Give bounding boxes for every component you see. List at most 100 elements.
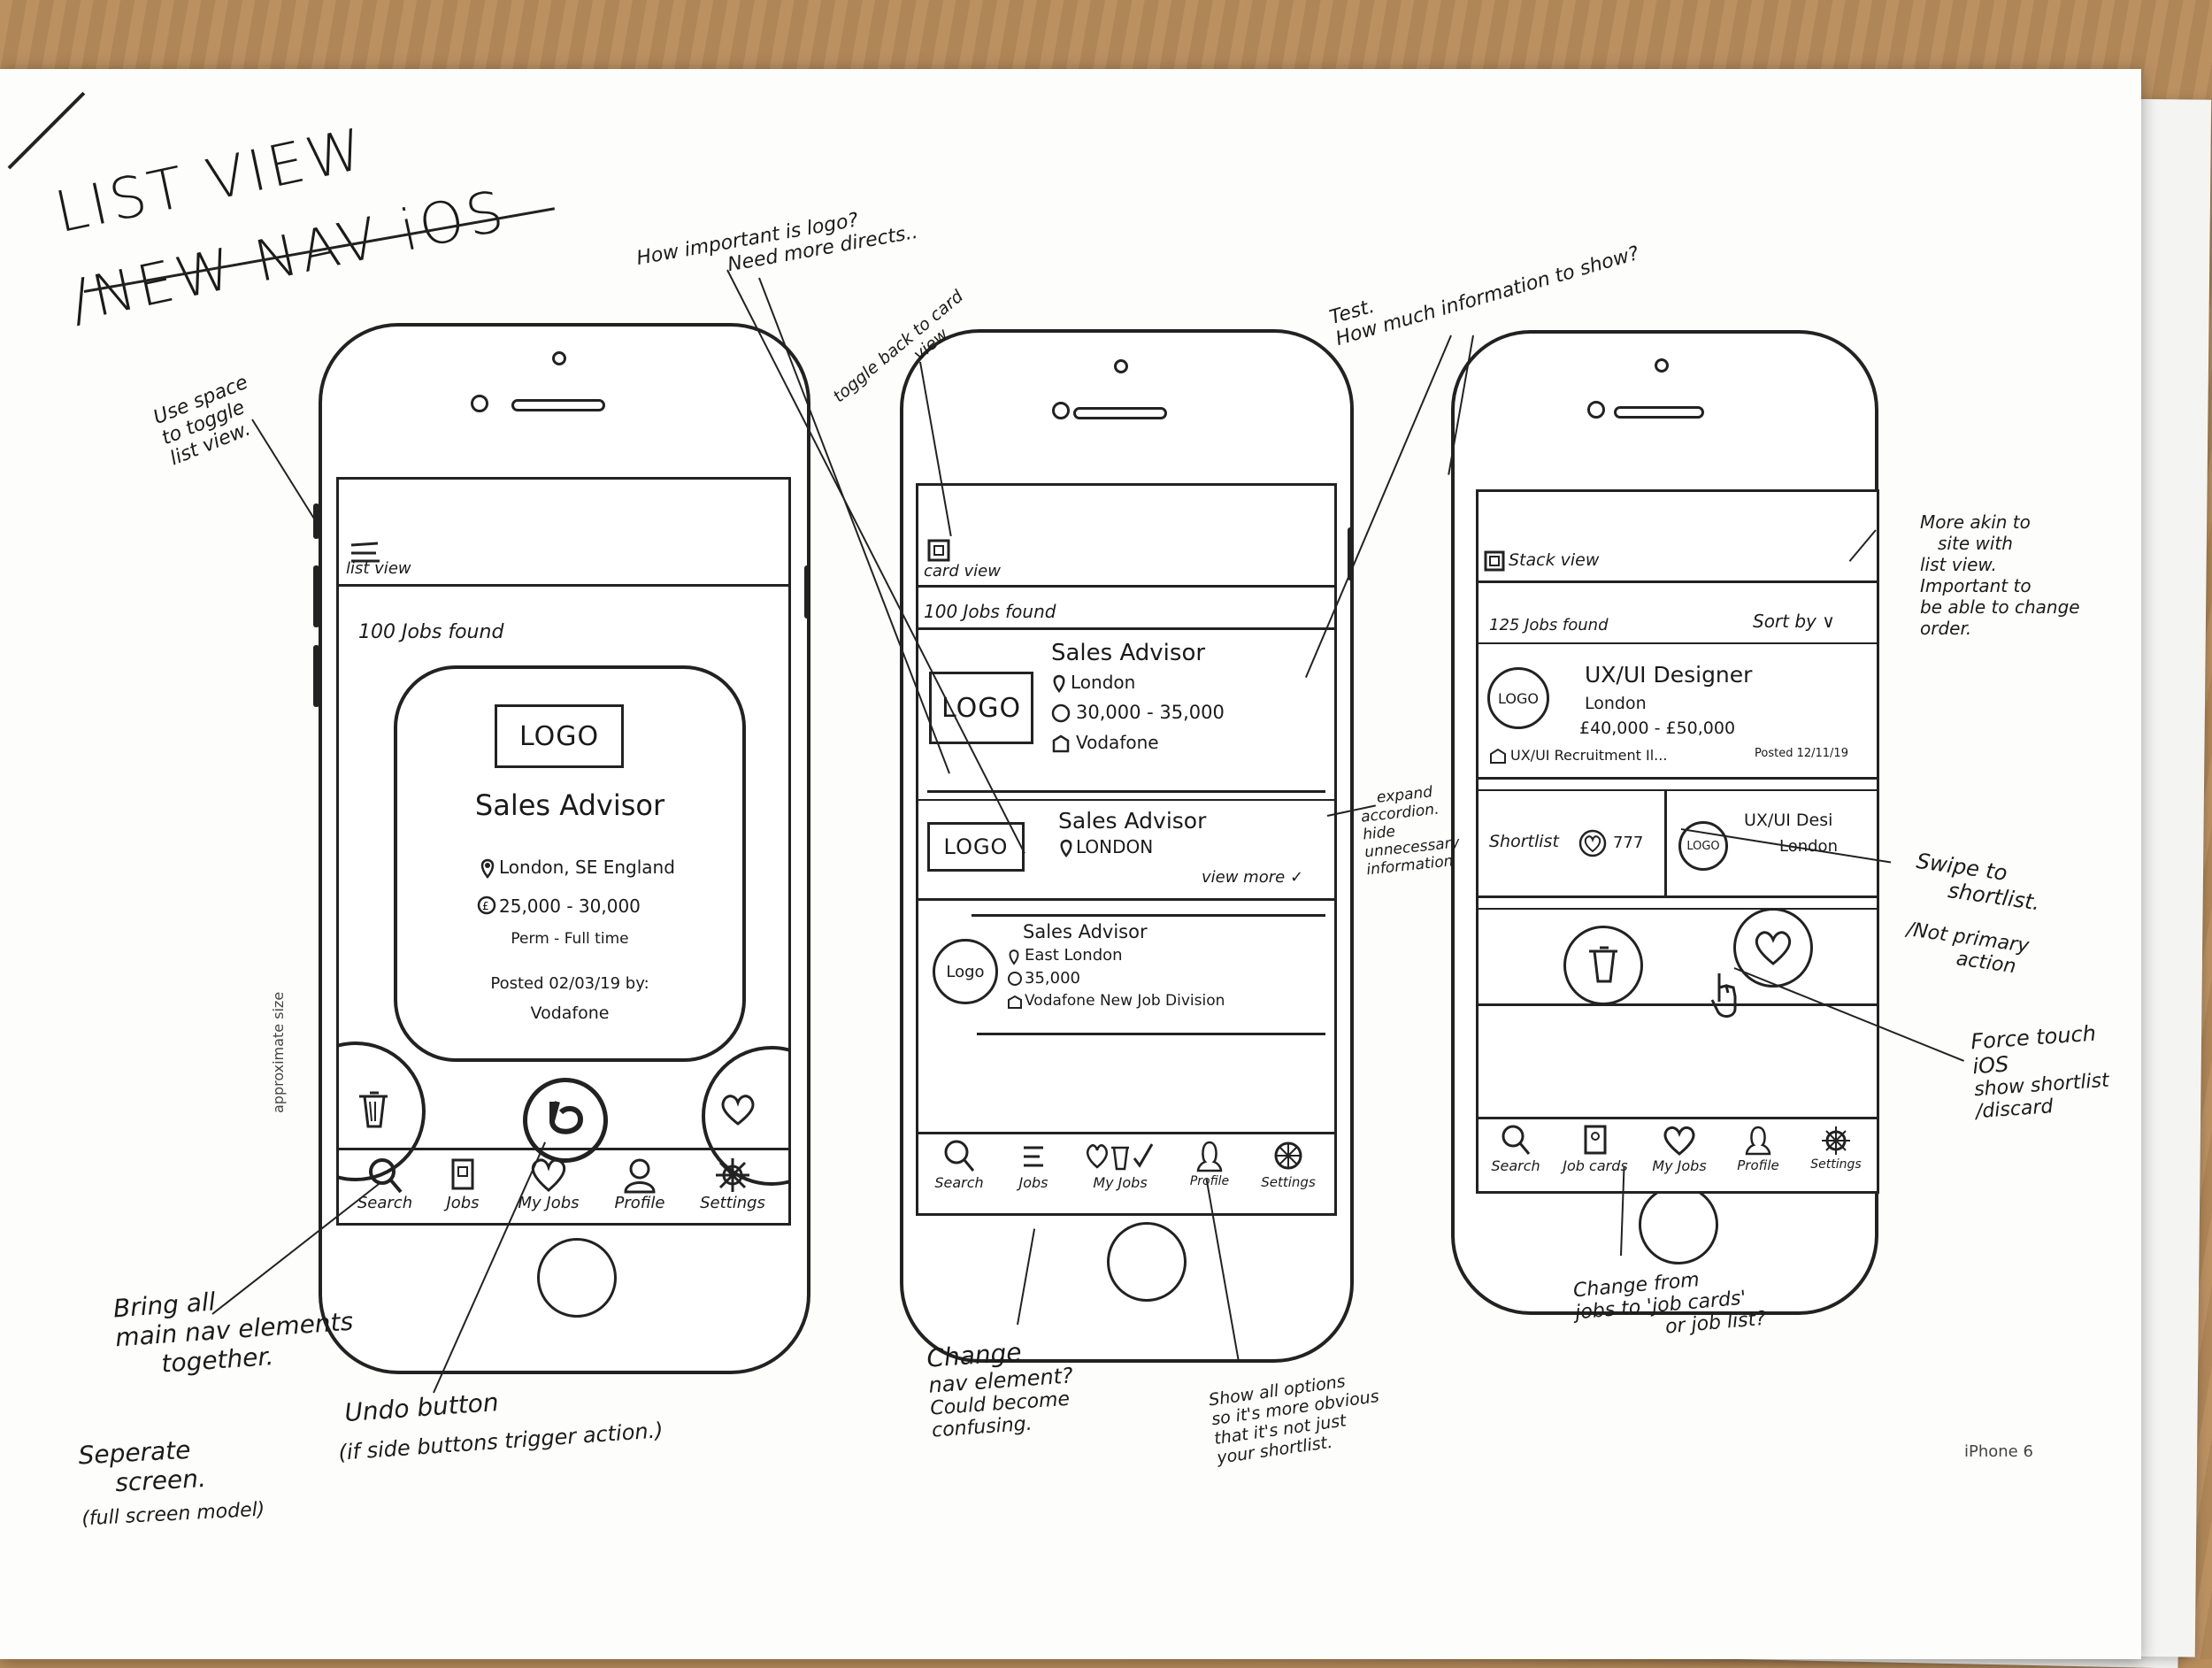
list-view-toggle[interactable]: list view	[346, 559, 411, 578]
job-title: Sales Advisor	[1058, 808, 1207, 834]
job-list-item[interactable]: LOGO Sales Advisor London 30,000 - 35,00…	[918, 629, 1334, 788]
annotation-undo: Undo button (if side buttons trigger act…	[334, 1376, 664, 1465]
nav-profile[interactable]: Profile	[1179, 1139, 1240, 1188]
nav-my-jobs[interactable]: My Jobs	[509, 1157, 588, 1212]
trash-icon	[359, 1091, 388, 1128]
annotation-force-touch: Force touch iOS show shortlist /discard	[1970, 1020, 2111, 1124]
salary-icon: £	[477, 895, 496, 919]
phone-home-button[interactable]	[537, 1238, 617, 1318]
phone-side-button	[1348, 527, 1354, 580]
phone-home-button[interactable]	[1639, 1185, 1718, 1264]
shortlist-count: 777	[1613, 834, 1644, 852]
job-posted-date: Posted 12/11/19	[1755, 747, 1848, 760]
chevron-down-icon: ∨	[1822, 611, 1835, 632]
phone-list-view: list view 100 Jobs found LOGO Sales Advi…	[313, 323, 810, 1374]
job-company: Vodafone	[1076, 732, 1159, 753]
profile-icon	[1196, 1141, 1223, 1172]
phone1-screen: list view 100 Jobs found LOGO Sales Advi…	[336, 477, 791, 1226]
nav-label: Search	[1491, 1157, 1540, 1174]
nav-my-jobs[interactable]: My Jobs	[1078, 1139, 1163, 1191]
job-title: UX/UI Designer	[1585, 662, 1753, 688]
phone-stack-view: Stack view 125 Jobs found Sort by ∨ LOGO…	[1451, 330, 1879, 1315]
iphone-model-label: iPhone 6	[1964, 1442, 2033, 1461]
location-pin-icon	[1051, 673, 1067, 696]
phone-home-button[interactable]	[1107, 1222, 1187, 1302]
settings-wheel-icon	[1822, 1126, 1850, 1155]
location-pin-icon	[479, 857, 496, 882]
sort-label: Sort by	[1753, 611, 1816, 632]
list-divider	[1479, 789, 1877, 791]
nav-profile[interactable]: Profile	[1723, 1124, 1793, 1173]
search-icon	[944, 1140, 975, 1172]
settings-wheel-icon	[1274, 1141, 1302, 1170]
nav-search[interactable]: Search	[924, 1139, 995, 1191]
annotation-toggle-space: Use space to toggle list view.	[150, 372, 268, 471]
header-divider	[1479, 580, 1877, 583]
job-title: Sales Advisor	[1023, 921, 1148, 942]
nav-job-cards[interactable]: Job cards	[1553, 1124, 1638, 1174]
nav-label: Profile	[614, 1194, 665, 1212]
phone-card-view: card view 100 Jobs found LOGO Sales Advi…	[900, 329, 1354, 1363]
job-title: UX/UI Desi	[1744, 811, 1833, 830]
job-location: London	[1071, 672, 1136, 693]
discard-button[interactable]	[1563, 926, 1643, 1005]
nav-settings[interactable]: Settings	[1253, 1139, 1324, 1190]
phone-camera	[1587, 401, 1605, 419]
phone2-screen: card view 100 Jobs found LOGO Sales Advi…	[916, 483, 1337, 1216]
phone-camera	[1052, 402, 1070, 419]
list-divider	[918, 898, 1334, 901]
job-type: Perm - Full time	[511, 930, 629, 948]
nav-label: Jobs	[1018, 1174, 1048, 1191]
header-divider	[339, 584, 788, 587]
annotation-separate-screen: Seperate screen. (full screen model)	[78, 1432, 265, 1531]
swipe-divider	[1664, 791, 1667, 895]
job-location: London	[1585, 694, 1647, 713]
undo-button[interactable]	[523, 1078, 608, 1163]
header-divider	[918, 585, 1334, 588]
nav-my-jobs[interactable]: My Jobs	[1641, 1124, 1717, 1174]
phone-side-button	[313, 565, 319, 627]
card-view-icon[interactable]	[927, 539, 950, 565]
force-touch-hand-icon	[1709, 970, 1744, 1026]
annotation-line: be able to change	[1920, 596, 2080, 618]
nav-search[interactable]: Search	[1480, 1124, 1551, 1174]
job-recruiter: UX/UI Recruitment Il...	[1510, 747, 1668, 764]
nav-jobs[interactable]: Jobs	[1007, 1139, 1060, 1191]
heart-icon	[1578, 828, 1608, 862]
approximate-size-label: approximate size	[270, 991, 287, 1113]
hamburger-icon[interactable]	[349, 542, 381, 568]
job-card[interactable]: LOGO Sales Advisor London, SE England £ …	[394, 665, 746, 1062]
nav-profile[interactable]: Profile	[604, 1157, 675, 1212]
annotation-line: order.	[1920, 618, 1972, 639]
nav-settings[interactable]: Settings	[693, 1157, 772, 1212]
jobs-card-icon	[1584, 1125, 1607, 1155]
nav-label: Settings	[1261, 1174, 1316, 1190]
nav-search[interactable]: Search	[349, 1157, 420, 1212]
nav-divider	[1479, 1117, 1877, 1119]
nav-label: Jobs	[446, 1194, 480, 1212]
shortlist-button[interactable]	[1733, 908, 1813, 988]
phone3-screen: Stack view 125 Jobs found Sort by ∨ LOGO…	[1476, 489, 1879, 1194]
nav-jobs[interactable]: Jobs	[436, 1157, 489, 1212]
sort-by-dropdown[interactable]: Sort by ∨	[1753, 611, 1835, 632]
annotation-line: (full screen model)	[81, 1498, 265, 1531]
profile-icon	[1745, 1126, 1771, 1156]
trash-icon	[1589, 946, 1617, 983]
job-title: Sales Advisor	[1051, 640, 1206, 666]
swipe-row[interactable]: Shortlist 777 LOGO UX/UI Desi London	[1479, 791, 1877, 895]
nav-label: Search	[357, 1194, 413, 1212]
job-posted-date: Posted 02/03/19 by:	[490, 974, 649, 993]
nav-label: Profile	[1737, 1157, 1779, 1173]
stack-view-toggle[interactable]: Stack view	[1509, 550, 1600, 570]
card-view-toggle[interactable]: card view	[924, 562, 1001, 580]
nav-settings[interactable]: Settings	[1802, 1124, 1870, 1172]
job-list-item[interactable]: LOGO UX/UI Designer London £40,000 - £50…	[1479, 644, 1877, 777]
heart-icon	[1755, 931, 1792, 965]
stack-view-icon[interactable]	[1484, 550, 1505, 575]
list-divider	[972, 914, 1325, 917]
job-list-item[interactable]: Logo Sales Advisor East London 35,000 Vo…	[918, 918, 1334, 1033]
svg-text:£: £	[482, 900, 489, 912]
view-more-button[interactable]: view more ✓	[1202, 868, 1303, 887]
job-list-item[interactable]: LOGO Sales Advisor LONDON view more ✓	[918, 801, 1334, 898]
jobs-found-count: 100 Jobs found	[358, 621, 504, 643]
